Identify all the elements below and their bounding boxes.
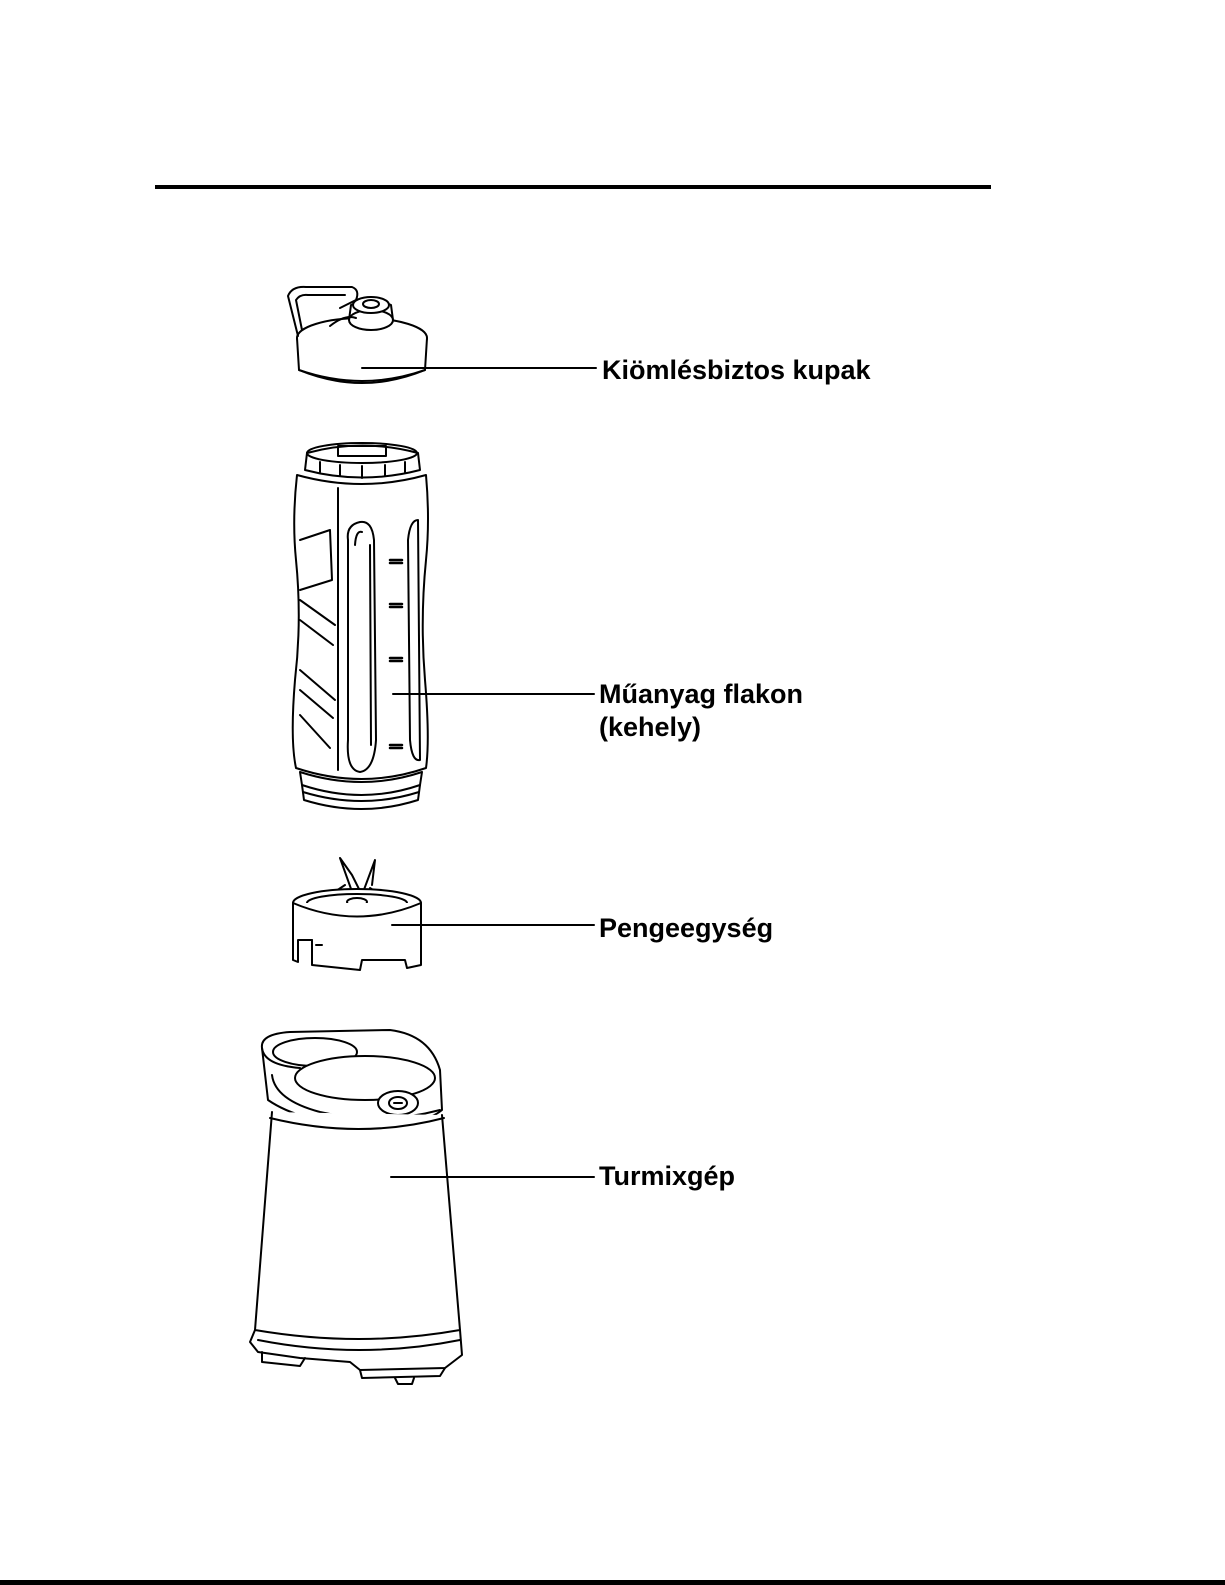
bottle-label-line2: (kehely) — [599, 711, 701, 743]
page-bottom-border — [0, 1580, 1225, 1585]
blade-unit-drawing — [293, 858, 421, 970]
blender-base-label: Turmixgép — [599, 1160, 735, 1192]
blade-unit-label: Pengeegység — [599, 912, 773, 944]
blender-base-drawing — [250, 1030, 462, 1384]
bottle-label-line1: Műanyag flakon — [599, 678, 803, 710]
lid-label: Kiömlésbiztos kupak — [602, 354, 871, 386]
plastic-bottle-drawing — [293, 443, 428, 809]
